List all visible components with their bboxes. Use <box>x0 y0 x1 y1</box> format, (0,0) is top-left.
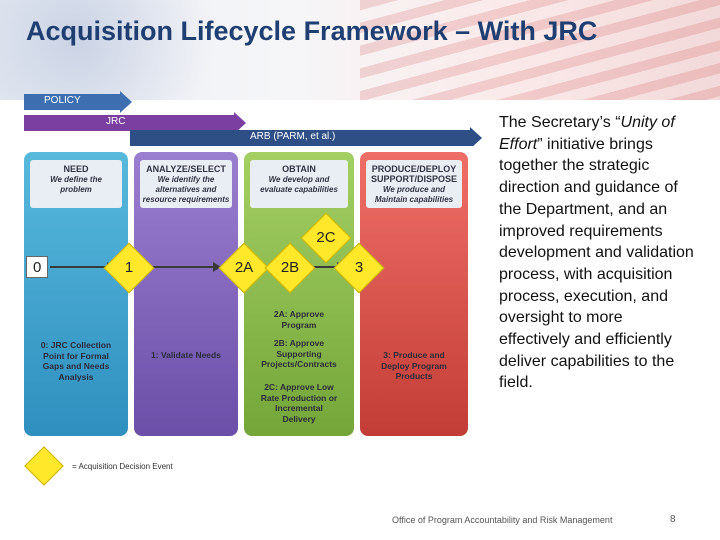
flag-stars-decoration <box>0 0 260 100</box>
arb-bar-label: ARB (PARM, et al.) <box>250 131 336 142</box>
page-number: 8 <box>670 514 676 525</box>
arrow-1-to-2a <box>150 262 221 272</box>
flag-background <box>0 0 720 100</box>
jrc-bar: JRC <box>24 112 246 134</box>
flag-stripes-decoration <box>360 0 720 100</box>
node-2b-label: 2B <box>280 259 300 276</box>
phase-produce-header: PRODUCE/DEPLOY SUPPORT/DISPOSE We produc… <box>366 160 462 208</box>
note-node-1: 1: Validate Needs <box>151 350 221 360</box>
unity-of-effort-description: The Secretary’s “Unity of Effort” initia… <box>499 114 694 392</box>
arb-bar: ARB (PARM, et al.) <box>130 127 482 149</box>
arrow-0-to-1 <box>50 262 115 272</box>
phase-analyze-header: ANALYZE/SELECT We identify the alternati… <box>140 160 232 208</box>
phase-analyze-column: ANALYZE/SELECT We identify the alternati… <box>134 152 238 436</box>
phase-obtain-header: OBTAIN We develop and evaluate capabilit… <box>250 160 348 208</box>
node-3-label: 3 <box>354 259 364 276</box>
phase-produce-column: PRODUCE/DEPLOY SUPPORT/DISPOSE We produc… <box>360 152 468 436</box>
policy-bar: POLICY <box>24 91 132 113</box>
node-0-box <box>26 256 48 278</box>
node-2a-label: 2A <box>234 259 254 276</box>
phase-need-column: NEED We define the problem <box>24 152 128 436</box>
phase-need-header: NEED We define the problem <box>30 160 122 208</box>
node-0-label: 0 <box>33 259 42 276</box>
legend-text: = Acquisition Decision Event <box>72 462 173 471</box>
slide-title: Acquisition Lifecycle Framework – With J… <box>26 16 598 46</box>
phase-obtain-column: OBTAIN We develop and evaluate capabilit… <box>244 152 354 436</box>
node-2c-label: 2C <box>316 229 336 246</box>
jrc-bar-label: JRC <box>106 116 126 127</box>
policy-bar-label: POLICY <box>44 95 81 106</box>
footer-office: Office of Program Accountability and Ris… <box>392 515 613 525</box>
node-1-label: 1 <box>124 259 134 276</box>
